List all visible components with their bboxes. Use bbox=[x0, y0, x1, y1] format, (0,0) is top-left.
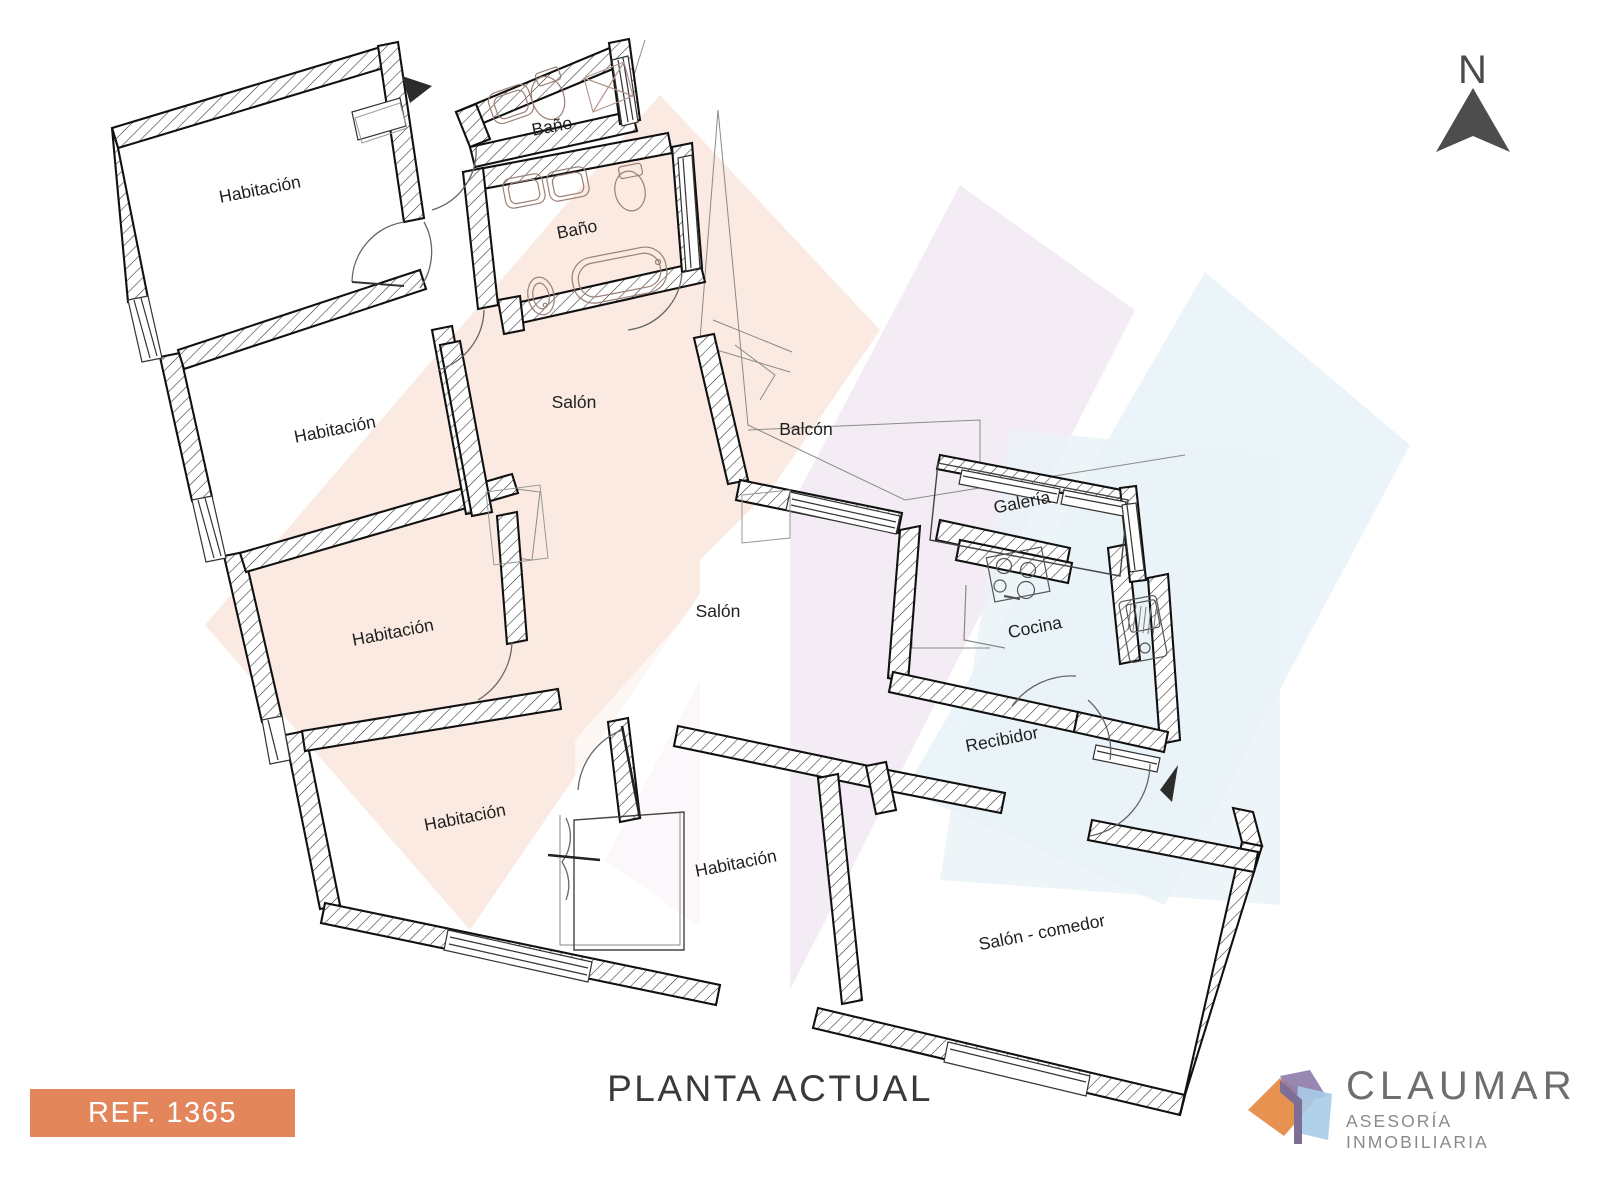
window-left-mid bbox=[191, 495, 227, 563]
reference-label: REF. 1365 bbox=[88, 1096, 237, 1129]
logo-tagline: ASESORÍA INMOBILIARIA bbox=[1346, 1111, 1489, 1152]
door-bedroom4 bbox=[577, 729, 623, 791]
wall-bedroom1-right bbox=[376, 40, 426, 224]
wall-exterior-left-upper bbox=[110, 127, 150, 304]
window-galeria-1 bbox=[958, 469, 1061, 504]
entrance-arrow-icon-right bbox=[1160, 765, 1178, 802]
door-recibidor bbox=[1087, 699, 1112, 761]
room-label-habitacion-1: Habitación bbox=[217, 171, 302, 206]
wall-bedroom3-bottom bbox=[300, 687, 563, 753]
window-bottom-1 bbox=[443, 929, 593, 983]
logo-company-name: CLAUMAR bbox=[1346, 1064, 1577, 1108]
door-bano2 bbox=[437, 309, 485, 371]
window-cocina-right bbox=[1092, 744, 1161, 773]
kitchen-sink-icon bbox=[1118, 595, 1168, 663]
kitchen-fixtures bbox=[963, 546, 1168, 663]
page-title: PLANTA ACTUAL bbox=[607, 1068, 933, 1109]
window-left-lower bbox=[261, 715, 291, 765]
door-center-closet-a bbox=[561, 817, 572, 863]
wall-exterior-left-mid bbox=[158, 351, 214, 503]
wall-cocina-bottom-right bbox=[1072, 710, 1170, 754]
bathroom-fixtures bbox=[487, 61, 668, 316]
wall-center-v2 bbox=[816, 772, 864, 1006]
door-bedroom3 bbox=[477, 641, 513, 701]
room-label-salon-comedor: Salón - comedor bbox=[977, 910, 1107, 954]
wall-spine-lower bbox=[495, 510, 529, 646]
room-label-salon-1: Salón bbox=[552, 392, 597, 412]
wall-bedroom2-bottom bbox=[238, 472, 520, 574]
wall-cocina-right-v bbox=[1106, 542, 1142, 666]
window-bano2-right bbox=[677, 154, 701, 272]
door-salon-bano2 bbox=[627, 271, 683, 331]
wall-salon-balcon-v bbox=[692, 332, 750, 486]
door-bedroom1 bbox=[351, 221, 405, 283]
entrance-arrow-icon-top bbox=[402, 76, 432, 103]
door-cocina bbox=[1011, 675, 1077, 707]
wall-bano1-left bbox=[454, 102, 492, 149]
wall-entry-bottom-right bbox=[1086, 818, 1260, 874]
walls bbox=[110, 37, 1264, 1117]
wall-bano2-bottom-step bbox=[496, 294, 526, 336]
overlay-white-arrow bbox=[700, 470, 790, 995]
toilet-icon-bano2 bbox=[614, 162, 646, 212]
claumar-mark-icon bbox=[1248, 1070, 1332, 1144]
bathtub-icon-bano2 bbox=[571, 246, 668, 304]
wall-exterior-left-bottom bbox=[283, 729, 342, 911]
door-bedroom2 bbox=[419, 221, 433, 289]
entrance-arrows bbox=[402, 76, 1178, 802]
thin-walls bbox=[573, 462, 1129, 951]
wall-bano2-left bbox=[461, 166, 500, 311]
bidet-icon-bano2 bbox=[527, 276, 555, 316]
stove-icon bbox=[985, 546, 1051, 603]
company-logo: CLAUMAR ASESORÍA INMOBILIARIA bbox=[1240, 1060, 1580, 1170]
room-label-balcon: Balcón bbox=[779, 419, 833, 439]
wall-bedroom1-bottom bbox=[176, 268, 428, 371]
wall-bano1-bottom bbox=[468, 109, 639, 169]
shower-icon-bano1 bbox=[583, 61, 634, 113]
door-center-closet-b bbox=[561, 861, 570, 901]
reference-badge: REF. 1365 bbox=[30, 1089, 295, 1137]
furniture-outlines bbox=[354, 102, 791, 566]
window-galeria-right bbox=[1121, 502, 1145, 573]
door-bano1 bbox=[431, 145, 477, 211]
window-bottom-2 bbox=[943, 1041, 1091, 1097]
window-left-upper bbox=[127, 295, 163, 363]
wall-center-v3 bbox=[864, 760, 898, 816]
windows bbox=[127, 55, 1161, 1097]
wall-exterior-top-left bbox=[110, 44, 392, 150]
double-sink-icon-bano2 bbox=[502, 166, 590, 209]
window-balcon bbox=[785, 491, 901, 535]
north-compass: N bbox=[1418, 48, 1528, 173]
doors bbox=[351, 145, 1151, 901]
toilet-icon-bano1 bbox=[530, 66, 566, 121]
wall-cocina-right-outer bbox=[1146, 572, 1182, 746]
door-leaves bbox=[547, 725, 642, 862]
door-entry bbox=[1089, 763, 1151, 837]
kitchen-counter-line bbox=[963, 584, 1006, 649]
north-letter: N bbox=[1458, 48, 1487, 92]
north-arrow-icon bbox=[1436, 88, 1510, 152]
wall-spine-salon bbox=[438, 339, 494, 518]
room-label-salon-2: Salón bbox=[696, 601, 741, 621]
wall-exterior-right-up bbox=[1231, 806, 1264, 848]
window-bano1-right bbox=[611, 55, 639, 127]
